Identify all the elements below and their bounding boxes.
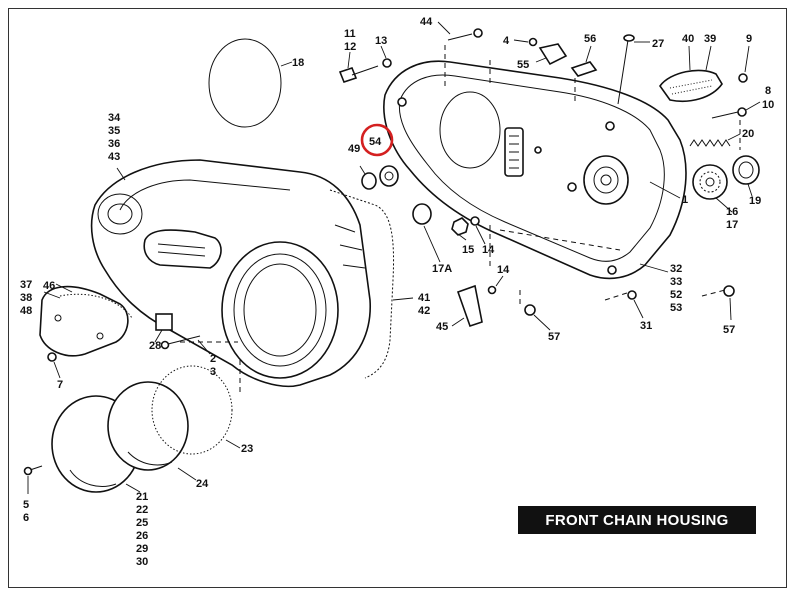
callout-52: 52	[670, 289, 682, 301]
callout-5: 5	[23, 499, 29, 511]
hardware-parts	[23, 28, 760, 476]
callout-3: 3	[210, 366, 216, 378]
callout-16: 16	[726, 206, 738, 218]
callout-35: 35	[108, 125, 120, 137]
callout-28: 28	[149, 340, 161, 352]
callout-12: 12	[344, 41, 356, 53]
derby-cover	[51, 365, 233, 493]
callout-23: 23	[241, 443, 253, 455]
callout-11: 11	[344, 28, 356, 40]
callout-57-center: 57	[548, 331, 560, 343]
callout-46: 46	[43, 280, 55, 292]
callout-17: 17	[726, 219, 738, 231]
callout-49: 49	[348, 143, 360, 155]
callout-31: 31	[640, 320, 652, 332]
callout-22: 22	[136, 504, 148, 516]
callout-6: 6	[23, 512, 29, 524]
callout-33: 33	[670, 276, 682, 288]
callout-20: 20	[742, 128, 754, 140]
callout-38: 38	[20, 292, 32, 304]
callout-9: 9	[746, 33, 752, 45]
callout-13: 13	[375, 35, 387, 47]
o-ring-part-18	[208, 38, 293, 128]
inner-chain-housing	[383, 60, 687, 280]
highlight-circle	[360, 123, 394, 157]
callout-57-right: 57	[723, 324, 735, 336]
callout-43: 43	[108, 151, 120, 163]
callout-15: 15	[462, 244, 474, 256]
inspection-cover	[39, 285, 133, 357]
callout-17a: 17A	[432, 263, 452, 275]
callout-48: 48	[20, 305, 32, 317]
callout-2: 2	[210, 353, 216, 365]
highlighted-callout-54[interactable]: 54	[360, 123, 394, 157]
callout-40: 40	[682, 33, 694, 45]
callout-34: 34	[108, 112, 121, 124]
assembly-lines	[180, 45, 741, 395]
diagram-frame	[8, 8, 787, 588]
callout-39: 39	[704, 33, 716, 45]
callout-19: 19	[749, 195, 761, 207]
callout-27: 27	[652, 38, 664, 50]
callout-41: 41	[418, 292, 430, 304]
callout-36: 36	[108, 138, 120, 150]
callout-4: 4	[503, 35, 510, 47]
callout-24: 24	[196, 478, 209, 490]
callout-21: 21	[136, 491, 148, 503]
callout-53: 53	[670, 302, 682, 314]
callout-26: 26	[136, 530, 148, 542]
diagram-title: FRONT CHAIN HOUSING	[518, 506, 756, 534]
callout-14-bottom: 14	[497, 264, 510, 276]
callout-32: 32	[670, 263, 682, 275]
callout-7: 7	[57, 379, 63, 391]
callout-8: 8	[765, 85, 771, 97]
callout-14-top: 14	[482, 244, 495, 256]
callout-45: 45	[436, 321, 448, 333]
outer-chain-cover	[90, 159, 414, 388]
callout-10: 10	[762, 99, 774, 111]
callout-1: 1	[682, 194, 688, 206]
callout-54: 54	[369, 136, 382, 148]
callout-37: 37	[20, 279, 32, 291]
callout-labels: 11 12 13 44 4 56 27 40 39 9 55 18 8 10 2…	[20, 16, 774, 568]
callout-42: 42	[418, 305, 430, 317]
callout-56: 56	[584, 33, 596, 45]
callout-44: 44	[420, 16, 433, 28]
callout-29: 29	[136, 543, 148, 555]
callout-55: 55	[517, 59, 529, 71]
callout-30: 30	[136, 556, 148, 568]
leader-lines	[27, 21, 761, 494]
callout-25: 25	[136, 517, 148, 529]
callout-18: 18	[292, 57, 304, 69]
